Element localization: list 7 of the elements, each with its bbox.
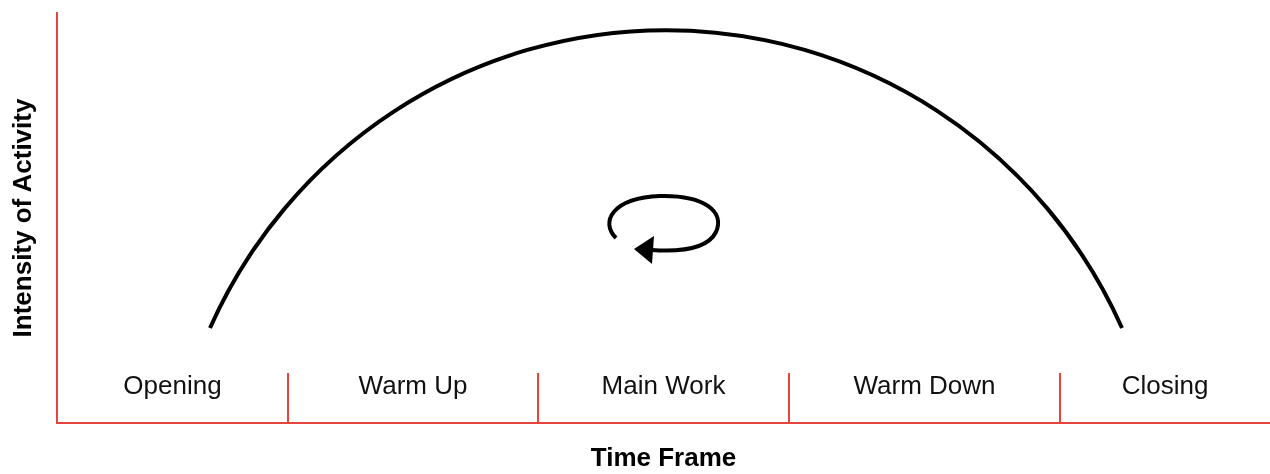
phase-label: Closing xyxy=(1121,372,1209,398)
axis-label: Time Frame xyxy=(590,444,737,470)
phase-label: Warm Up xyxy=(358,372,468,398)
phase-label: Warm Down xyxy=(853,372,996,398)
phase-label: Opening xyxy=(123,372,222,398)
axis-label: Intensity of Activity xyxy=(9,98,35,338)
phase-label: Main Work xyxy=(601,372,726,398)
